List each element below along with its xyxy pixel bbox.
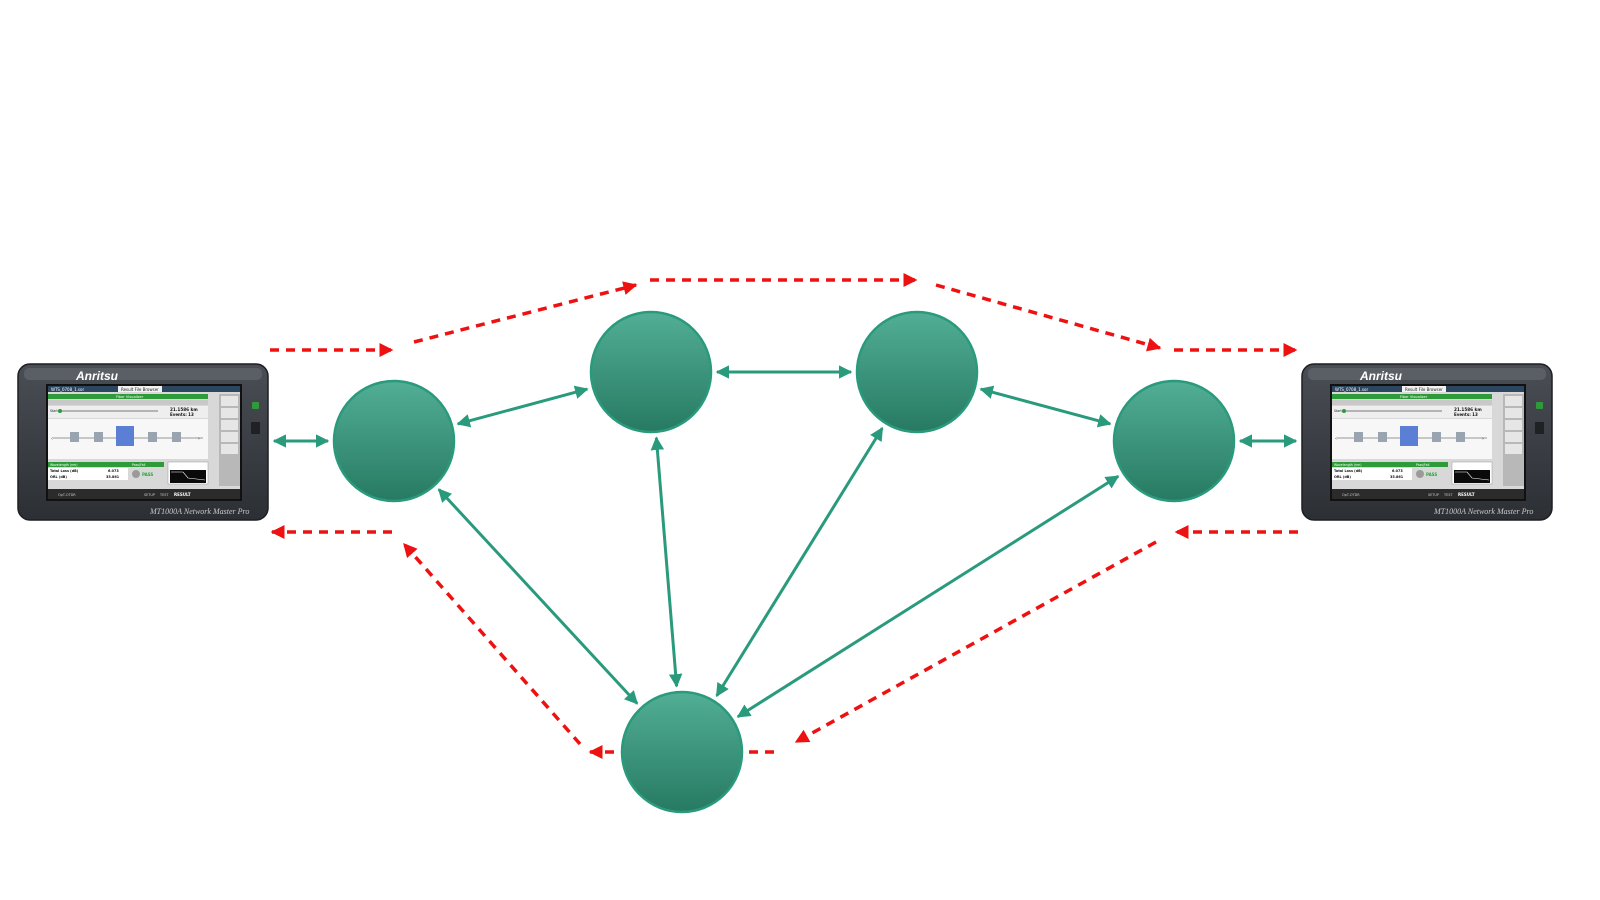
link-node-d-node-e xyxy=(736,474,1120,719)
upper-path-segment-3 xyxy=(935,283,1162,352)
node-a xyxy=(332,379,456,503)
screen-total-loss-label: Total Loss (dB) xyxy=(50,469,79,473)
power-led-icon xyxy=(1536,402,1543,409)
network-links xyxy=(272,365,1298,719)
link-node-b-node-e xyxy=(650,436,683,688)
screen-total-loss-value: 6.073 xyxy=(1392,469,1403,473)
lower-path-segment-6 xyxy=(794,540,1157,744)
device-model: MT1000A Network Master Pro xyxy=(1433,507,1533,516)
screen-orl-value: 35.861 xyxy=(1390,475,1404,479)
link-node-c-node-d xyxy=(979,385,1112,428)
upper-path-segment-1 xyxy=(413,281,638,344)
screen-distance: 21.1586 km xyxy=(1454,407,1482,412)
screen-start-label: Start xyxy=(1334,409,1343,413)
link-node-a-node-e xyxy=(437,488,639,705)
screen-wavelength-header: Wavelength (nm) xyxy=(1334,463,1362,467)
test-path-arrows xyxy=(270,273,1298,759)
screen-orl-label: ORL (dB) xyxy=(1334,475,1351,479)
screen-pass-fail-header: Pass/Fail xyxy=(1416,463,1430,467)
screen-nav-setup: SETUP xyxy=(1428,493,1439,497)
screen-file-name: WTS_0708_1.sor xyxy=(51,387,84,392)
device-brand: Anritsu xyxy=(1359,369,1403,383)
otdr-device-left: Anritsu WTS_0708_1.sor Result File Brows… xyxy=(17,363,269,521)
screen-start-label: Start xyxy=(50,409,59,413)
node-c xyxy=(855,310,979,434)
screen-pass: PASS xyxy=(1426,472,1437,477)
screen-distance: 21.1586 km xyxy=(170,407,198,412)
screen-nav-test: TEST xyxy=(1443,493,1453,497)
device-brand: Anritsu xyxy=(75,369,119,383)
screen-events: Events: 13 xyxy=(1454,412,1478,417)
power-led-icon xyxy=(252,402,259,409)
screen-file-name: WTS_0708_1.sor xyxy=(1335,387,1368,392)
otdr-device-right: Anritsu WTS_0708_1.sor Result File Brows… xyxy=(1301,363,1553,521)
node-d xyxy=(1112,379,1236,503)
screen-nav-result: RESULT xyxy=(1458,492,1475,497)
screen-total-loss-value: 6.073 xyxy=(108,469,119,473)
screen-events: Events: 13 xyxy=(170,412,194,417)
node-e xyxy=(620,690,744,814)
screen-nav-test: TEST xyxy=(159,493,169,497)
screen-nav-setup: SETUP xyxy=(144,493,155,497)
screen-menu-title: Result File Browser xyxy=(121,387,159,392)
link-node-c-node-e xyxy=(715,426,884,698)
screen-orl-label: ORL (dB) xyxy=(50,475,67,479)
screen-wavelength-header: Wavelength (nm) xyxy=(50,463,78,467)
lower-path-segment-8 xyxy=(402,542,582,746)
device-screen: WTS_0708_1.sor Result File Browser Fiber… xyxy=(1332,386,1524,499)
screen-orl-value: 35.861 xyxy=(106,475,120,479)
screen-header-tab: Fiber Visualizer xyxy=(1400,395,1428,399)
pass-indicator-icon xyxy=(1416,470,1424,478)
screen-app-name: OpT-OTDR xyxy=(1342,493,1360,497)
link-node-a-node-b xyxy=(456,385,589,428)
screen-nav-result: RESULT xyxy=(174,492,191,497)
device-screen: WTS_0708_1.sor Result File Browser Fiber… xyxy=(48,386,240,499)
svg-text:›: › xyxy=(198,436,200,442)
screen-total-loss-label: Total Loss (dB) xyxy=(1334,469,1363,473)
screen-pass-fail-header: Pass/Fail xyxy=(132,463,146,467)
svg-text:‹: ‹ xyxy=(51,436,53,442)
pass-indicator-icon xyxy=(132,470,140,478)
screen-app-name: OpT-OTDR xyxy=(58,493,76,497)
screen-pass: PASS xyxy=(142,472,153,477)
node-b xyxy=(589,310,713,434)
network-nodes xyxy=(332,310,1236,814)
svg-text:‹: ‹ xyxy=(1335,436,1337,442)
screen-header-tab: Fiber Visualizer xyxy=(116,395,144,399)
device-model: MT1000A Network Master Pro xyxy=(149,507,249,516)
svg-text:›: › xyxy=(1482,436,1484,442)
screen-menu-title: Result File Browser xyxy=(1405,387,1443,392)
